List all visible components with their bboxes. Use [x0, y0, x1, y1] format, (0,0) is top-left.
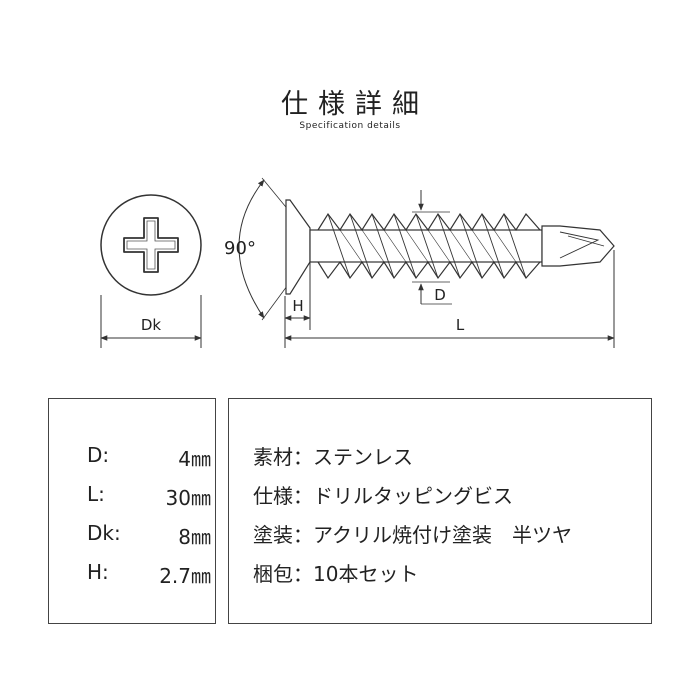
page-title: 仕様詳細: [281, 89, 429, 120]
screw-head-top-view: [100, 194, 202, 296]
dimensions-box: D: 4㎜ L: 30㎜ Dk: 8㎜ H: 2.7㎜: [48, 398, 216, 624]
detail-sep: ：: [293, 523, 313, 547]
detail-row-packaging: 梱包：10本セット: [253, 558, 418, 587]
detail-key: 塗装: [253, 523, 293, 547]
phillips-cross-icon: [123, 217, 179, 273]
spec-label: L:: [87, 482, 105, 506]
detail-value: 10本セット: [313, 562, 419, 586]
spec-value: 30㎜: [165, 486, 211, 510]
page-subtitle: Specification details: [299, 121, 401, 131]
spec-label: Dk:: [87, 521, 121, 545]
spec-value: 8㎜: [178, 525, 211, 549]
detail-sep: ：: [293, 484, 313, 508]
detail-value: ステンレス: [313, 445, 413, 469]
detail-key: 梱包: [253, 562, 293, 586]
detail-key: 素材: [253, 445, 293, 469]
detail-key: 仕様: [253, 484, 293, 508]
spec-row-d: D: 4㎜: [87, 443, 211, 471]
detail-sep: ：: [293, 445, 313, 469]
spec-value: 2.7㎜: [159, 564, 211, 588]
detail-row-coating: 塗装：アクリル焼付け塗装 半ツヤ: [253, 519, 572, 548]
detail-value: アクリル焼付け塗装 半ツヤ: [313, 523, 572, 547]
spec-row-dk: Dk: 8㎜: [87, 521, 211, 549]
detail-value: ドリルタッピングビス: [313, 484, 513, 508]
screw-side-view: [285, 199, 615, 295]
screw-diagram: Dk 90° H D L: [100, 177, 615, 348]
dim-label-d: D: [434, 286, 446, 304]
spec-label: H:: [87, 560, 109, 584]
spec-value: 4㎜: [178, 447, 211, 471]
spec-row-h: H: 2.7㎜: [87, 560, 211, 588]
dim-label-l: L: [456, 316, 465, 334]
details-box: 素材：ステンレス 仕様：ドリルタッピングビス 塗装：アクリル焼付け塗装 半ツヤ …: [228, 398, 652, 624]
dim-label-dk: Dk: [141, 316, 162, 334]
detail-sep: ：: [293, 562, 313, 586]
spec-label: D:: [87, 443, 110, 467]
dim-label-h: H: [292, 297, 303, 315]
spec-row-l: L: 30㎜: [87, 482, 211, 510]
detail-row-type: 仕様：ドリルタッピングビス: [253, 480, 513, 509]
detail-row-material: 素材：ステンレス: [253, 441, 413, 470]
angle-label: 90°: [224, 238, 256, 259]
